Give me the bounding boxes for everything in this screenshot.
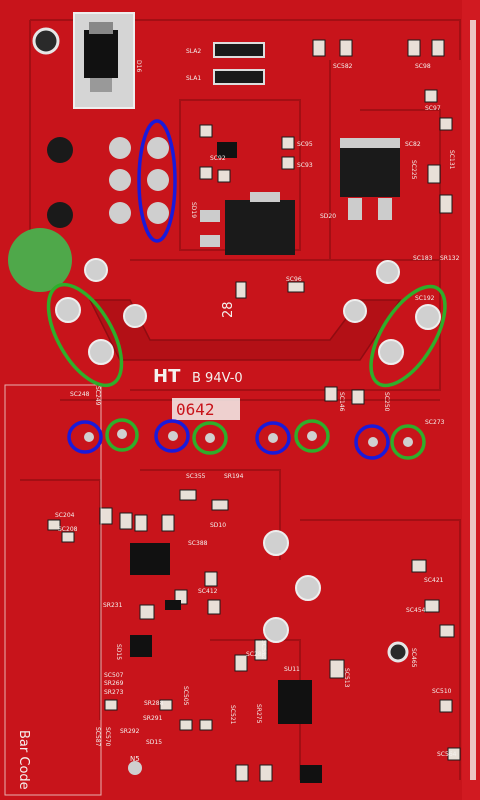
- label-sc513: SC513: [343, 668, 350, 688]
- label-sc183: SC183: [413, 255, 433, 262]
- label-su11: SU11: [284, 666, 300, 673]
- label-sc92: SC92: [210, 155, 226, 162]
- label-sd15-b: SD15: [146, 739, 162, 746]
- blue-circle-1: [67, 420, 103, 454]
- green-ellipse-right: [369, 284, 447, 388]
- label-sd15-a: SD15: [115, 644, 122, 660]
- label-sc250: SC250: [383, 392, 390, 412]
- green-circle-3: [294, 419, 330, 453]
- green-ellipse-left: [46, 282, 124, 388]
- blue-circle-4: [354, 424, 390, 460]
- mosfet-center: [200, 192, 295, 255]
- label-d16: D16: [135, 60, 142, 72]
- label-sc564: SC564: [437, 751, 457, 758]
- label-sc388: SC388: [188, 540, 208, 547]
- mounting-hole: [387, 641, 409, 663]
- mounting-hole: [32, 27, 60, 55]
- chip-small: [217, 142, 237, 158]
- label-sr231: SR231: [103, 602, 123, 609]
- label-sd19: SD19: [190, 202, 197, 218]
- date-code: 0642: [176, 400, 215, 419]
- label-sc454: SC454: [406, 607, 426, 614]
- test-point: [128, 761, 142, 775]
- label-sc512: SC512: [260, 640, 267, 660]
- blue-circle-3: [255, 421, 291, 455]
- label-sc95: SC95: [297, 141, 313, 148]
- label-sc249: SC249: [94, 386, 101, 406]
- label-sr291: SR291: [143, 715, 163, 722]
- label-sr292: SR292: [120, 728, 140, 735]
- ic-chips: [130, 543, 322, 783]
- label-sc98: SC98: [415, 63, 431, 70]
- label-sc582: SC582: [333, 63, 353, 70]
- label-sc208: SC208: [58, 526, 78, 533]
- label-sc355: SC355: [186, 473, 206, 480]
- label-sr269: SR269: [104, 680, 124, 687]
- green-sticker: [8, 228, 72, 292]
- grade-marking: B 94V-0: [192, 371, 243, 386]
- label-sc570: SC570: [104, 727, 111, 747]
- barcode-area: [4, 384, 102, 796]
- label-sc146: SC146: [338, 392, 345, 412]
- label-sc82: SC82: [405, 141, 421, 148]
- board-marking: HT B 94V-0 0642 28: [153, 301, 243, 420]
- resistors-sla: [213, 42, 265, 85]
- label-sc273: SC273: [425, 419, 445, 426]
- silkscreen-labels: D16 SLA2 SLA1 SC582 SC98 SC97 SC92 SC95 …: [55, 48, 460, 763]
- label-sr275: SR275: [255, 704, 262, 724]
- label-sd10: SD10: [210, 522, 226, 529]
- barcode-label: Bar Code: [16, 730, 31, 790]
- label-sc587: SC587: [94, 727, 101, 747]
- label-sr288: SR288: [144, 700, 164, 707]
- label-sc505: SC505: [182, 686, 189, 706]
- label-sd20: SD20: [320, 213, 336, 220]
- label-sr194: SR194: [224, 473, 244, 480]
- label-sc131: SC131: [448, 150, 455, 170]
- label-sc192: SC192: [415, 295, 435, 302]
- label-sc93: SC93: [297, 162, 313, 169]
- mosfet-right: [340, 138, 400, 220]
- digit-marking: 28: [221, 301, 236, 318]
- green-circle-2: [192, 421, 228, 455]
- label-sc521: SC521: [229, 705, 236, 725]
- label-sc283: SC283: [246, 651, 266, 658]
- smd-components: [47, 39, 461, 782]
- copper-pour: [88, 299, 402, 361]
- blue-ellipse-vertical: [137, 119, 177, 243]
- label-sc96: SC96: [286, 276, 302, 283]
- annotations: [46, 119, 447, 460]
- label-sc465: SC465: [410, 648, 417, 668]
- green-circle-4: [390, 424, 426, 460]
- label-sc248: SC248: [70, 391, 90, 398]
- label-sr132: SR132: [440, 255, 460, 262]
- brand-marking: HT: [153, 366, 181, 387]
- blue-circle-2: [154, 419, 190, 453]
- label-sr273: SR273: [104, 689, 124, 696]
- label-sc507: SC507: [104, 672, 124, 679]
- via-row: [84, 429, 413, 447]
- label-sc97: SC97: [425, 105, 441, 112]
- label-sla1: SLA1: [186, 75, 201, 82]
- green-circle-1: [105, 418, 139, 452]
- diode-d16: [73, 12, 135, 109]
- label-sc421: SC421: [424, 577, 444, 584]
- left-pads: [47, 137, 169, 228]
- label-sc412: SC412: [198, 588, 218, 595]
- large-pads: [55, 258, 441, 643]
- label-n5: N5: [130, 755, 140, 763]
- label-sc225: SC225: [410, 160, 417, 180]
- label-sc204: SC204: [55, 512, 75, 519]
- label-sc510: SC510: [432, 688, 452, 695]
- label-sla2: SLA2: [186, 48, 201, 55]
